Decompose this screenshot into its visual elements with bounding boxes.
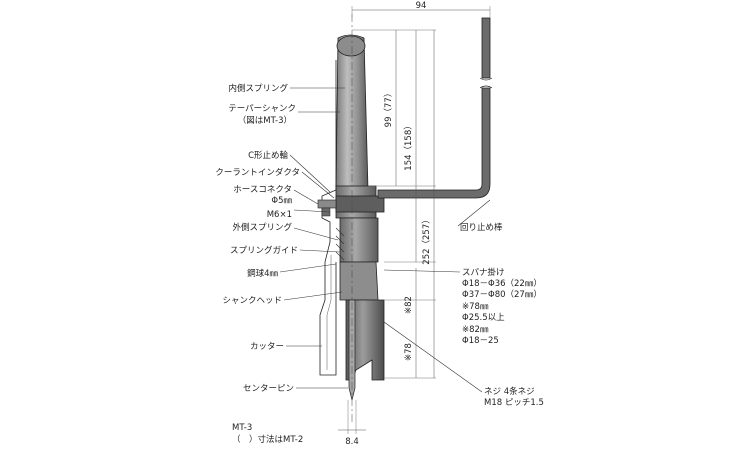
main-body (339, 217, 379, 263)
label-note-78: ※78㎜ (462, 302, 489, 312)
label-hose-size: Φ5㎜ (271, 196, 292, 206)
leader-lines (279, 87, 491, 393)
label-steel-ball: 鋼球4㎜ (247, 268, 278, 279)
dimension-lines (338, 6, 491, 434)
footnote-line-1: MT-3 (232, 423, 252, 433)
label-outer-spring: 外側スプリング (232, 222, 292, 233)
label-shank-head: シャンクヘッド (222, 296, 282, 306)
labels: 内側スプリング テーパーシャンク （図はMT-3） C形止め輪 クーラントインダ… (215, 83, 544, 408)
label-c-ring: C形止め輪 (248, 150, 288, 161)
label-spanner-1: Φ18－Φ36（22㎜） (462, 278, 542, 289)
label-stop-bar: 回り止め棒 (460, 222, 503, 233)
label-note-78-range: Φ25.5以上 (462, 313, 505, 323)
stop-bar-upper (481, 17, 491, 79)
label-taper-shank: テーパーシャンク (228, 104, 296, 114)
dim-154: 154（158） (403, 121, 414, 170)
dim-82: ※82 (404, 296, 414, 314)
footnote-line-2: （ ）寸法はMT-2 (232, 434, 303, 445)
housing-inner (326, 255, 332, 370)
spring-section (335, 227, 345, 261)
label-spanner: スパナ掛け (462, 267, 505, 278)
label-note-82-range: Φ18－25 (462, 336, 499, 346)
label-center-pin: センターピン (243, 384, 294, 394)
stop-bar-break (479, 77, 493, 89)
tool-drawing (317, 14, 493, 424)
label-coolant-indicator: クーラントインダクタ (215, 167, 300, 178)
footnote: MT-3 （ ）寸法はMT-2 (232, 423, 303, 445)
label-thread: ネジ 4条ネジ (484, 386, 535, 397)
label-m6: M6×1 (267, 210, 292, 220)
shank-top (336, 35, 366, 57)
label-cutter: カッター (250, 342, 284, 352)
label-thread-pitch: M18 ピッチ1.5 (484, 398, 544, 408)
cutter-body (345, 299, 385, 381)
label-spring-guide: スプリングガイド (230, 245, 298, 256)
dim-8-4: 8.4 (345, 437, 359, 447)
dimension-texts: 94 99（77） 154（158） 252（257） ※82 ※78 8.4 (345, 1, 432, 447)
label-hose-connector: ホースコネクタ (233, 185, 292, 195)
stop-bar (377, 87, 491, 199)
label-spanner-2: Φ37－Φ80（27㎜） (462, 289, 542, 300)
dim-99: 99（77） (383, 89, 394, 128)
hose-connector (317, 199, 337, 209)
dim-78: ※78 (404, 343, 414, 361)
label-inner-spring: 内側スプリング (228, 83, 288, 94)
collar-band (335, 195, 385, 213)
label-note-82: ※82㎜ (462, 325, 489, 335)
label-taper-shank-note: （図はMT-3） (238, 115, 292, 126)
dim-94: 94 (416, 1, 427, 11)
dim-252: 252（257） (421, 215, 432, 264)
shank-head-part (339, 261, 379, 301)
housing-outline (319, 60, 337, 376)
